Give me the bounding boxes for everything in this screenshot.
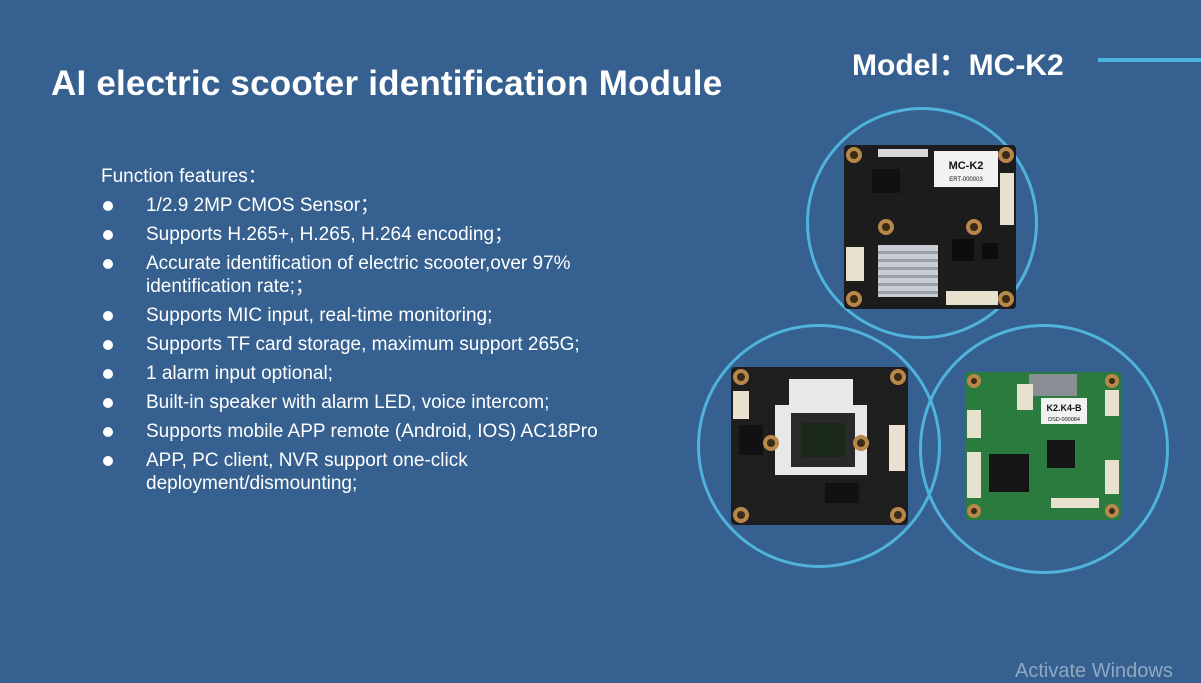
bullet-icon (103, 259, 113, 269)
bullet-icon (103, 311, 113, 321)
feature-item: 1 alarm input optional; (101, 362, 701, 385)
os-activation-watermark: Activate Windows (1015, 660, 1173, 682)
pcb-board-image-sensor (731, 367, 908, 525)
board1-sublabel: ERT-000003 (949, 177, 983, 183)
features-heading: Function features： (101, 166, 267, 187)
bullet-icon (103, 456, 113, 466)
feature-text: Supports H.265+, H.265, H.264 encoding； (146, 224, 514, 245)
model-label: Model：MC-K2 (852, 49, 1064, 82)
feature-item: 1/2.9 2MP CMOS Sensor； (101, 194, 701, 217)
feature-text: 1/2.9 2MP CMOS Sensor； (146, 195, 380, 216)
feature-item: Supports MIC input, real-time monitoring… (101, 304, 701, 327)
feature-text: Supports mobile APP remote (Android, IOS… (146, 421, 598, 442)
feature-text: Built-in speaker with alarm LED, voice i… (146, 392, 550, 413)
feature-item: Supports TF card storage, maximum suppor… (101, 333, 701, 356)
bullet-icon (103, 427, 113, 437)
feature-text: APP, PC client, NVR support one-click de… (146, 450, 468, 494)
feature-item: Built-in speaker with alarm LED, voice i… (101, 391, 701, 414)
bullet-icon (103, 369, 113, 379)
page-title: AI electric scooter identification Modul… (51, 64, 723, 103)
bullet-icon (103, 201, 113, 211)
feature-text: Accurate identification of electric scoo… (146, 253, 571, 297)
features-block: Function features： 1/2.9 2MP CMOS Sensor… (101, 161, 701, 501)
feature-list: 1/2.9 2MP CMOS Sensor； Supports H.265+, … (101, 194, 701, 495)
board3-sublabel: DSD-000084 (1048, 417, 1080, 423)
feature-item: Accurate identification of electric scoo… (101, 252, 636, 298)
bullet-icon (103, 230, 113, 240)
board1-label: MC-K2 (949, 160, 984, 172)
feature-text: Supports TF card storage, maximum suppor… (146, 334, 580, 355)
feature-text: Supports MIC input, real-time monitoring… (146, 305, 493, 326)
model-accent-line (1098, 58, 1201, 62)
feature-text: 1 alarm input optional; (146, 363, 333, 384)
feature-item: Supports H.265+, H.265, H.264 encoding； (101, 223, 701, 246)
bullet-icon (103, 398, 113, 408)
pcb-board-image-k2-k4-b: K2.K4-B DSD-000084 (965, 372, 1121, 520)
feature-item: Supports mobile APP remote (Android, IOS… (101, 420, 701, 443)
bullet-icon (103, 340, 113, 350)
product-circle-top (806, 107, 1038, 339)
product-circle-right (919, 324, 1169, 574)
feature-item: APP, PC client, NVR support one-click de… (101, 449, 566, 495)
board3-label: K2.K4-B (1046, 403, 1082, 413)
pcb-board-image-mc-k2: MC-K2 ERT-000003 (844, 145, 1016, 309)
